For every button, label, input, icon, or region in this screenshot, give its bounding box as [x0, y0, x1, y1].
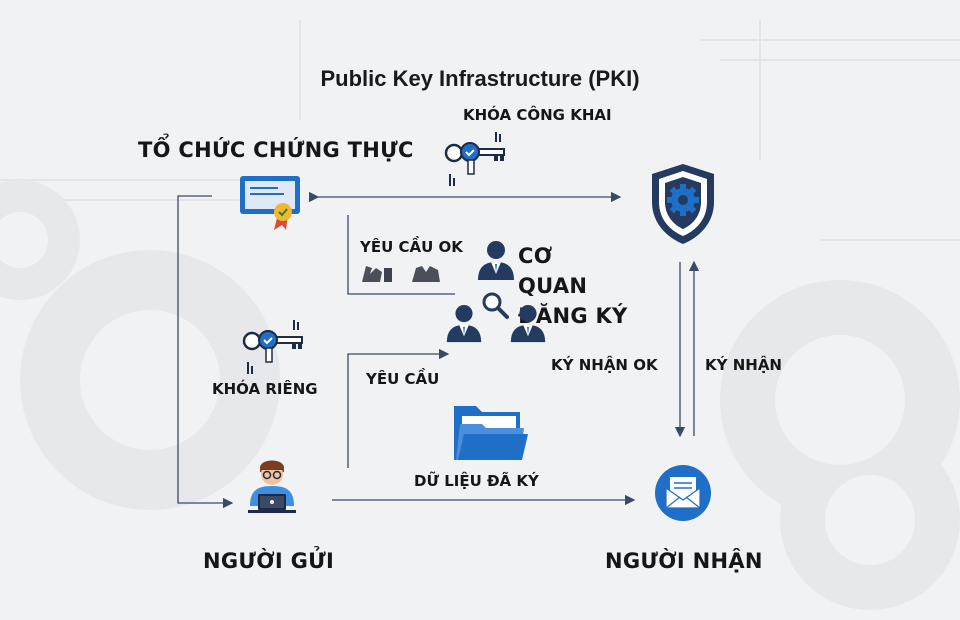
shield-gear-icon: [652, 164, 714, 244]
certificate-icon: [240, 176, 300, 230]
label-registration-authority: CƠ QUAN ĐĂNG KÝ: [518, 244, 628, 328]
label-signed-data: DỮ LIỆU ĐÃ KÝ: [414, 472, 539, 490]
label-sign: KÝ NHẬN: [705, 356, 782, 374]
label-certificate-authority: TỔ CHỨC CHỨNG THỰC: [138, 138, 414, 162]
arrow-request: [347, 348, 450, 468]
label-sender: NGƯỜI GỬI: [203, 549, 335, 573]
label-private-key: KHÓA RIÊNG: [212, 380, 318, 398]
person-laptop-icon: [248, 460, 296, 513]
user-icon: [478, 241, 514, 280]
diagram-title: Public Key Infrastructure (PKI): [320, 66, 640, 91]
key-icon: [444, 132, 505, 186]
stamp-icon: [362, 266, 440, 282]
user-icon: [510, 304, 546, 343]
magnifier-icon: [482, 292, 509, 319]
user-icon: [446, 304, 482, 343]
label-public-key: KHÓA CÔNG KHAI: [463, 106, 612, 124]
label-sign-ok: KÝ NHẬN OK: [551, 356, 658, 374]
folder-icon: [454, 406, 528, 460]
key-icon: [242, 320, 303, 374]
label-receiver: NGƯỜI NHẬN: [605, 549, 763, 573]
arrow-ca-sender: [177, 195, 234, 509]
arrow-request-ok: [347, 215, 455, 295]
envelope-icon: [655, 465, 711, 521]
label-request-ok: YÊU CẦU OK: [360, 238, 463, 256]
label-request: YÊU CẦU: [366, 370, 440, 388]
